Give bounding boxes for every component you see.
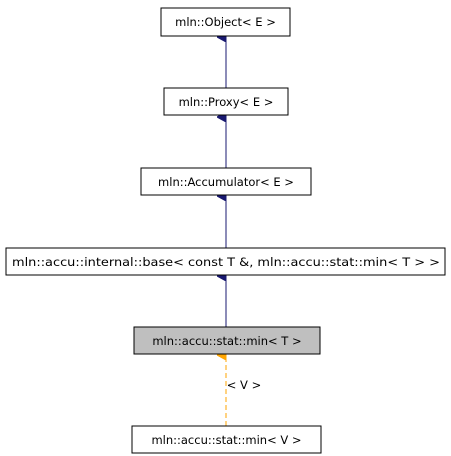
node-proxy-label: mln::Proxy< E > xyxy=(179,95,274,109)
node-min-t-current[interactable]: mln::accu::stat::min< T > xyxy=(133,326,321,355)
edges: < V > xyxy=(226,37,261,426)
node-proxy[interactable]: mln::Proxy< E > xyxy=(163,87,289,116)
node-min-v[interactable]: mln::accu::stat::min< V > xyxy=(131,425,322,454)
template-argument-label: < V > xyxy=(227,378,261,392)
node-object-label: mln::Object< E > xyxy=(175,15,276,29)
node-base-label: mln::accu::internal::base< const T &, ml… xyxy=(12,255,440,269)
node-accumulator-label: mln::Accumulator< E > xyxy=(158,175,294,189)
node-base[interactable]: mln::accu::internal::base< const T &, ml… xyxy=(5,247,446,276)
node-accumulator[interactable]: mln::Accumulator< E > xyxy=(140,167,312,196)
node-object[interactable]: mln::Object< E > xyxy=(160,7,291,37)
node-min-t-label: mln::accu::stat::min< T > xyxy=(152,334,301,348)
node-min-v-label: mln::accu::stat::min< V > xyxy=(151,433,301,447)
